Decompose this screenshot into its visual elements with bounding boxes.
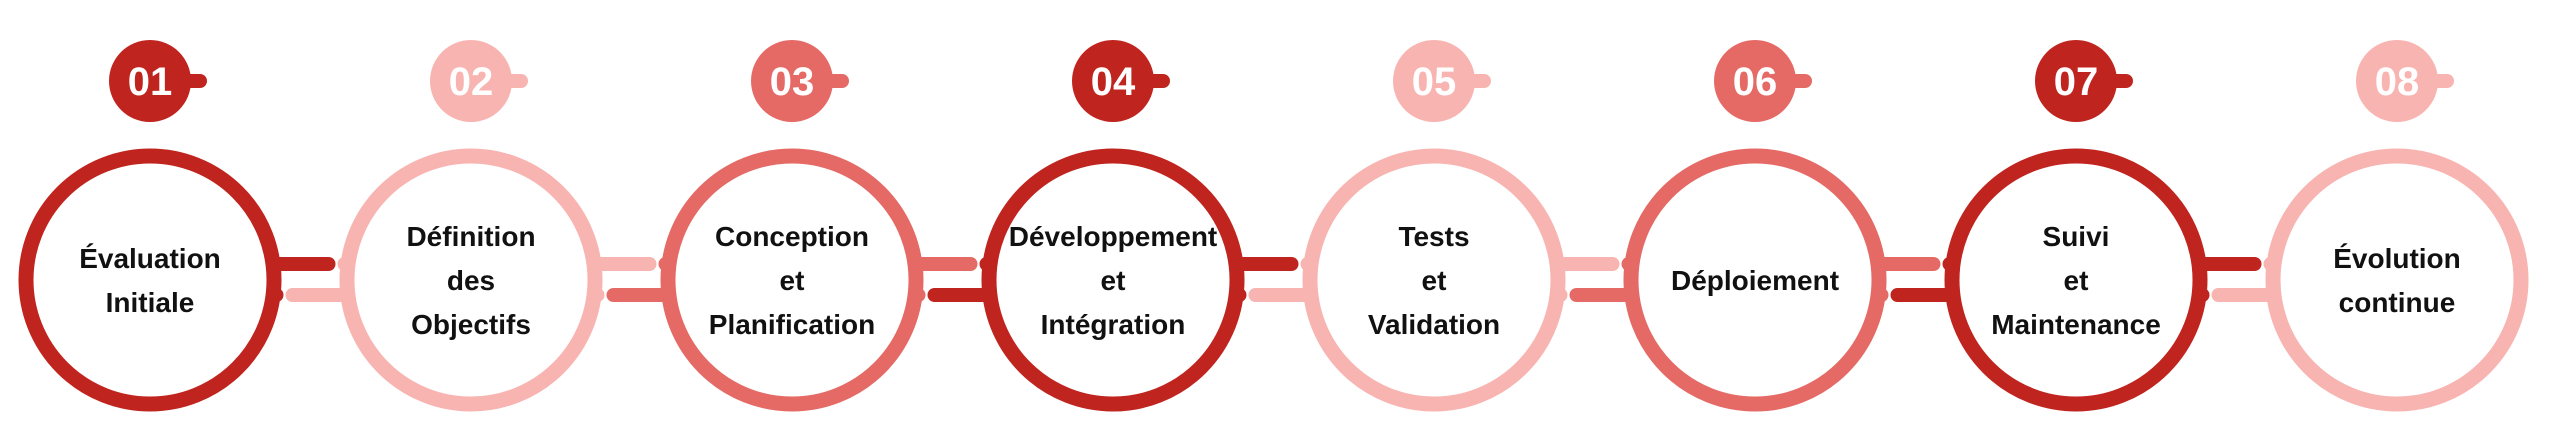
- step-label-line: Initiale: [106, 287, 195, 318]
- step-badge: 07: [2035, 40, 2133, 122]
- step-number: 08: [2375, 60, 2420, 104]
- step-number: 05: [1412, 60, 1457, 104]
- badge-circle: [1714, 40, 1796, 122]
- step-ring: [1623, 148, 1887, 412]
- step-ring: [1944, 148, 2208, 412]
- step-label-line: Maintenance: [1991, 309, 2161, 340]
- badge-circle: [1072, 40, 1154, 122]
- step-ring: [660, 148, 924, 412]
- rings-layer: [18, 148, 2529, 412]
- badge-circle: [751, 40, 833, 122]
- step-label-line: Intégration: [1041, 309, 1186, 340]
- step-label-line: et: [2064, 265, 2089, 296]
- step-number: 02: [449, 60, 494, 104]
- step-number: 01: [128, 60, 173, 104]
- step-badge: 06: [1714, 40, 1812, 122]
- step-number: 03: [770, 60, 815, 104]
- badge-circle: [109, 40, 191, 122]
- step-label-line: Validation: [1368, 309, 1500, 340]
- step-ring: [2265, 148, 2529, 412]
- step-label-line: et: [1422, 265, 1447, 296]
- step-label-line: et: [780, 265, 805, 296]
- step-number: 04: [1091, 60, 1136, 104]
- step-badge: 08: [2356, 40, 2454, 122]
- step-badge: 02: [430, 40, 528, 122]
- badge-circle: [2035, 40, 2117, 122]
- step-ring: [981, 148, 1245, 412]
- step-label-line: et: [1101, 265, 1126, 296]
- step-label-line: Développement: [1009, 221, 1218, 252]
- step-label-line: Objectifs: [411, 309, 531, 340]
- step-label-line: continue: [2339, 287, 2456, 318]
- badge-circle: [2356, 40, 2438, 122]
- step-badge: 01: [109, 40, 207, 122]
- step-ring: [339, 148, 603, 412]
- badge-circle: [1393, 40, 1475, 122]
- step-badge: 05: [1393, 40, 1491, 122]
- step-label-line: Évolution: [2333, 243, 2461, 274]
- step-label-line: Déploiement: [1671, 265, 1839, 296]
- step-label-line: des: [447, 265, 495, 296]
- step-label-line: Évaluation: [79, 243, 221, 274]
- step-label-line: Définition: [406, 221, 535, 252]
- step-label-line: Planification: [709, 309, 875, 340]
- badges-layer: 01 02 03 04 05 06 07 08: [109, 40, 2454, 122]
- step-ring: [18, 148, 282, 412]
- step-label-line: Tests: [1398, 221, 1469, 252]
- badge-circle: [430, 40, 512, 122]
- step-number: 07: [2054, 60, 2099, 104]
- step-number: 06: [1733, 60, 1778, 104]
- step-label-line: Conception: [715, 221, 869, 252]
- step-ring: [1302, 148, 1566, 412]
- step-badge: 04: [1072, 40, 1170, 122]
- step-label-line: Suivi: [2043, 221, 2110, 252]
- step-badge: 03: [751, 40, 849, 122]
